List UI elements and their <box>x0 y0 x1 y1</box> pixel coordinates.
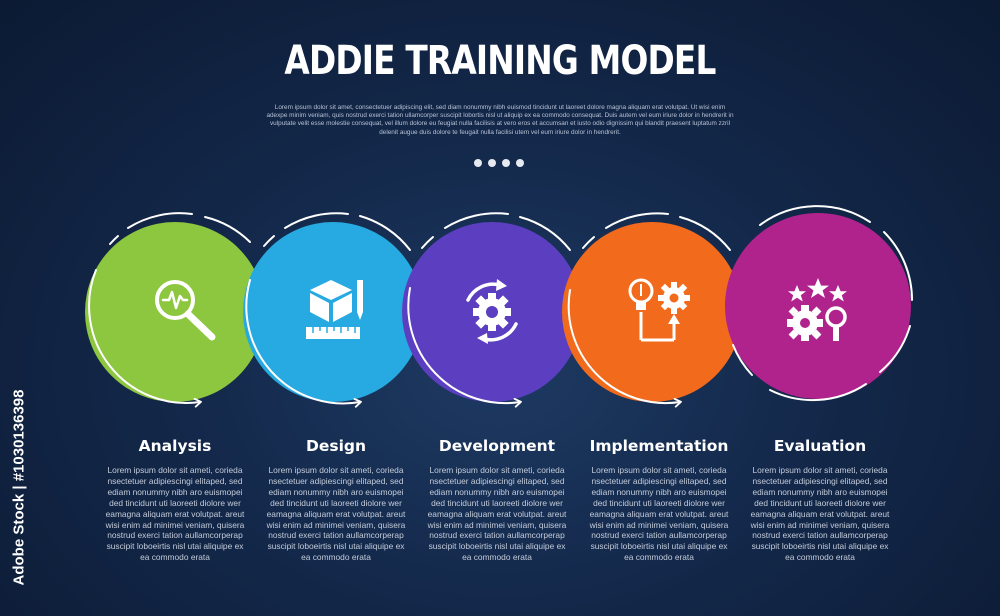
pagination-dot <box>488 159 496 167</box>
ring-dash <box>263 235 275 247</box>
ring-dash <box>879 325 911 373</box>
step-label-evaluation: Evaluation <box>773 437 867 455</box>
watermark-text: Adobe Stock | #1030136398 <box>10 389 28 585</box>
bulb-gear-icon <box>628 278 690 342</box>
ring-dash <box>109 235 119 245</box>
ring-dash <box>732 344 753 376</box>
magnifier-pulse-icon <box>155 280 216 341</box>
ring-dash <box>759 205 871 226</box>
ring-dash <box>127 212 193 229</box>
ring-dash <box>284 212 349 229</box>
ring-dash <box>582 236 595 249</box>
circle-fill <box>85 222 265 402</box>
step-label-implementation: Implementation <box>589 437 729 455</box>
ring-dash <box>605 212 669 229</box>
stars-gear-search-icon <box>787 278 847 341</box>
flow-rings <box>88 205 914 408</box>
step-desc-development: Lorem ipsum dolor sit ameti, corieda nse… <box>427 465 567 563</box>
ring-dash <box>444 212 509 229</box>
gear-cycle-icon <box>466 279 518 344</box>
ring-arrow <box>407 287 522 408</box>
step-desc-evaluation: Lorem ipsum dolor sit ameti, corieda nse… <box>750 465 890 563</box>
circle-fill <box>562 222 742 402</box>
ring-dash <box>359 215 411 251</box>
ring-dash <box>204 216 251 243</box>
ring-arrow <box>245 279 362 408</box>
step-evaluation-circle <box>725 213 911 399</box>
intro-paragraph: Lorem ipsum dolor sit amet, consectetuer… <box>266 104 734 136</box>
step-desc-design: Lorem ipsum dolor sit ameti, corieda nse… <box>266 465 406 563</box>
step-label-design: Design <box>305 437 367 455</box>
watermark: Adobe Stock | #1030136398 <box>8 372 30 602</box>
pagination-dot <box>516 159 524 167</box>
step-implementation-circle <box>562 222 742 402</box>
step-analysis-circle <box>85 222 265 402</box>
ring-dash <box>679 216 731 251</box>
pagination-dots <box>474 159 524 167</box>
ring-dash <box>769 383 867 402</box>
step-label-development: Development <box>438 437 556 455</box>
pagination-dot <box>474 159 482 167</box>
step-desc-implementation: Lorem ipsum dolor sit ameti, corieda nse… <box>589 465 729 563</box>
ring-dash <box>519 216 571 251</box>
step-label-analysis: Analysis <box>138 437 212 455</box>
ring-dash <box>883 231 914 301</box>
circle-fill <box>725 213 911 399</box>
pagination-dot <box>502 159 510 167</box>
ring-arrow <box>567 289 682 408</box>
page-title: ADDIE TRAINING MODEL <box>284 38 716 84</box>
box-ruler-pencil-icon <box>306 280 363 339</box>
ring-dash <box>421 236 434 249</box>
ring-arrow <box>88 269 202 408</box>
step-desc-analysis: Lorem ipsum dolor sit ameti, corieda nse… <box>105 465 245 563</box>
